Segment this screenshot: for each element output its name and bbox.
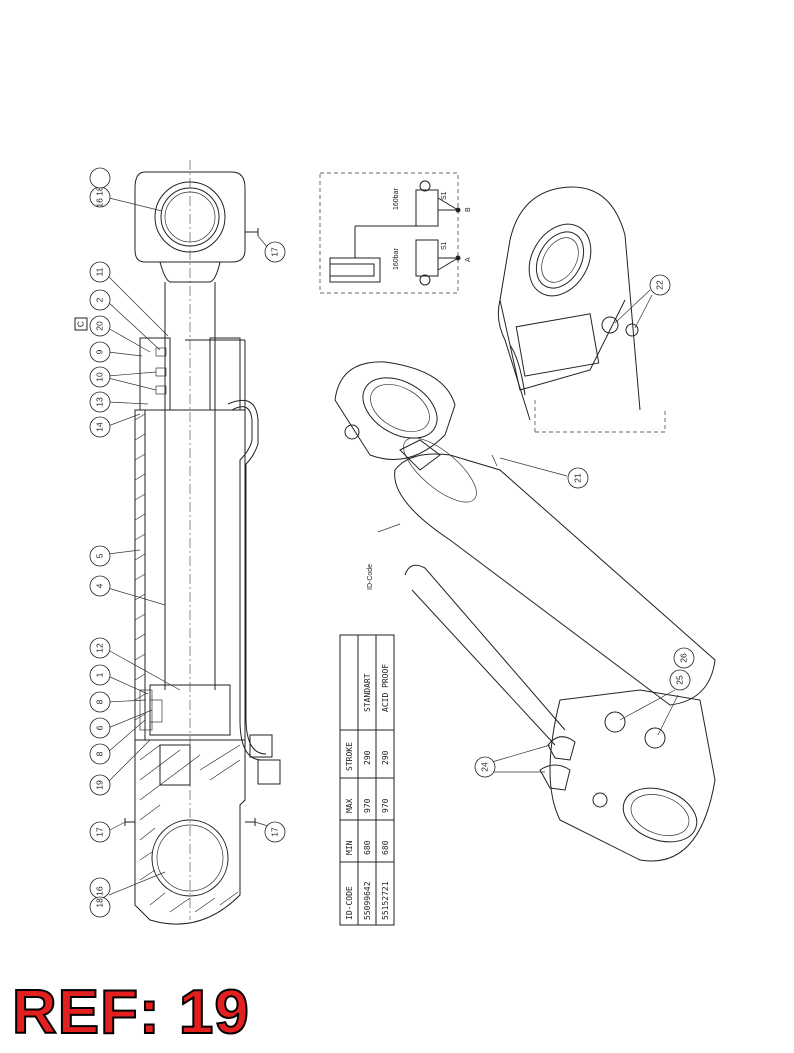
id-code-table: ID-CODE MIN MAX STROKE 55099642 680 970 …	[339, 634, 395, 926]
balloon-24: 24	[479, 762, 489, 772]
section-view	[124, 160, 281, 925]
balloon-17: 17	[269, 247, 279, 257]
balloon-8b: 8	[94, 751, 104, 756]
table-cell: 680	[381, 840, 390, 855]
table-header-max: MAX	[345, 798, 354, 813]
balloon-17b: 17	[94, 827, 104, 837]
balloon-22: 22	[654, 280, 664, 290]
table-cell: 55099642	[363, 881, 372, 920]
balloon-9: 9	[94, 349, 104, 354]
section-mark: C	[75, 321, 85, 327]
balloon-14: 14	[94, 422, 104, 432]
pressure-b: 160bar	[393, 188, 400, 210]
isometric-view: 21 ID-Code 25 26 24	[334, 361, 716, 862]
reference-label: REF: 19	[11, 978, 250, 1047]
balloon-8: 8	[94, 699, 104, 704]
balloon-21: 21	[572, 473, 582, 483]
balloon-26: 26	[678, 653, 688, 663]
balloon-19: 19	[94, 780, 104, 790]
balloon-1: 1	[94, 672, 104, 677]
balloon-17c: 17	[269, 827, 279, 837]
balloon-12: 12	[94, 643, 104, 653]
balloon-16-18: 16 18	[94, 186, 104, 208]
valve-a: S1	[441, 241, 448, 250]
table-header-stroke: STROKE	[345, 742, 354, 771]
table-header-idcode: ID-CODE	[345, 886, 354, 920]
table-cell: 970	[363, 798, 372, 813]
table-cell: ACID PROOF	[381, 664, 390, 712]
detail-view: 22	[497, 186, 671, 433]
balloon-10: 10	[94, 372, 104, 382]
hydraulic-schematic: 160bar 160bar S1 S1 A B	[319, 172, 472, 294]
table-header-min: MIN	[345, 840, 354, 855]
balloon-5: 5	[94, 553, 104, 558]
balloon-25: 25	[674, 675, 684, 685]
port-a: A	[465, 257, 472, 262]
balloons-left: 16 18 17 11 2 C 20 9 10 13 14 5 4 12 1 8…	[74, 167, 286, 918]
balloon-11: 11	[94, 267, 104, 276]
balloon-2: 2	[94, 297, 104, 302]
port-b: B	[465, 207, 472, 212]
table-cell: STANDART	[363, 673, 372, 712]
table-cell: 290	[363, 750, 372, 765]
balloon-20: 20	[94, 321, 104, 331]
valve-b: S1	[441, 191, 448, 200]
table-cell: 55152721	[381, 881, 390, 920]
table-cell: 290	[381, 750, 390, 765]
id-code-label: ID-Code	[367, 564, 374, 590]
pressure-a: 160bar	[393, 248, 400, 270]
table-cell: 680	[363, 840, 372, 855]
balloon-13: 13	[94, 397, 104, 407]
balloon-6: 6	[94, 725, 104, 730]
balloon-18-16: 18 16	[94, 886, 104, 908]
balloon-4: 4	[94, 583, 104, 588]
table-cell: 970	[381, 798, 390, 813]
